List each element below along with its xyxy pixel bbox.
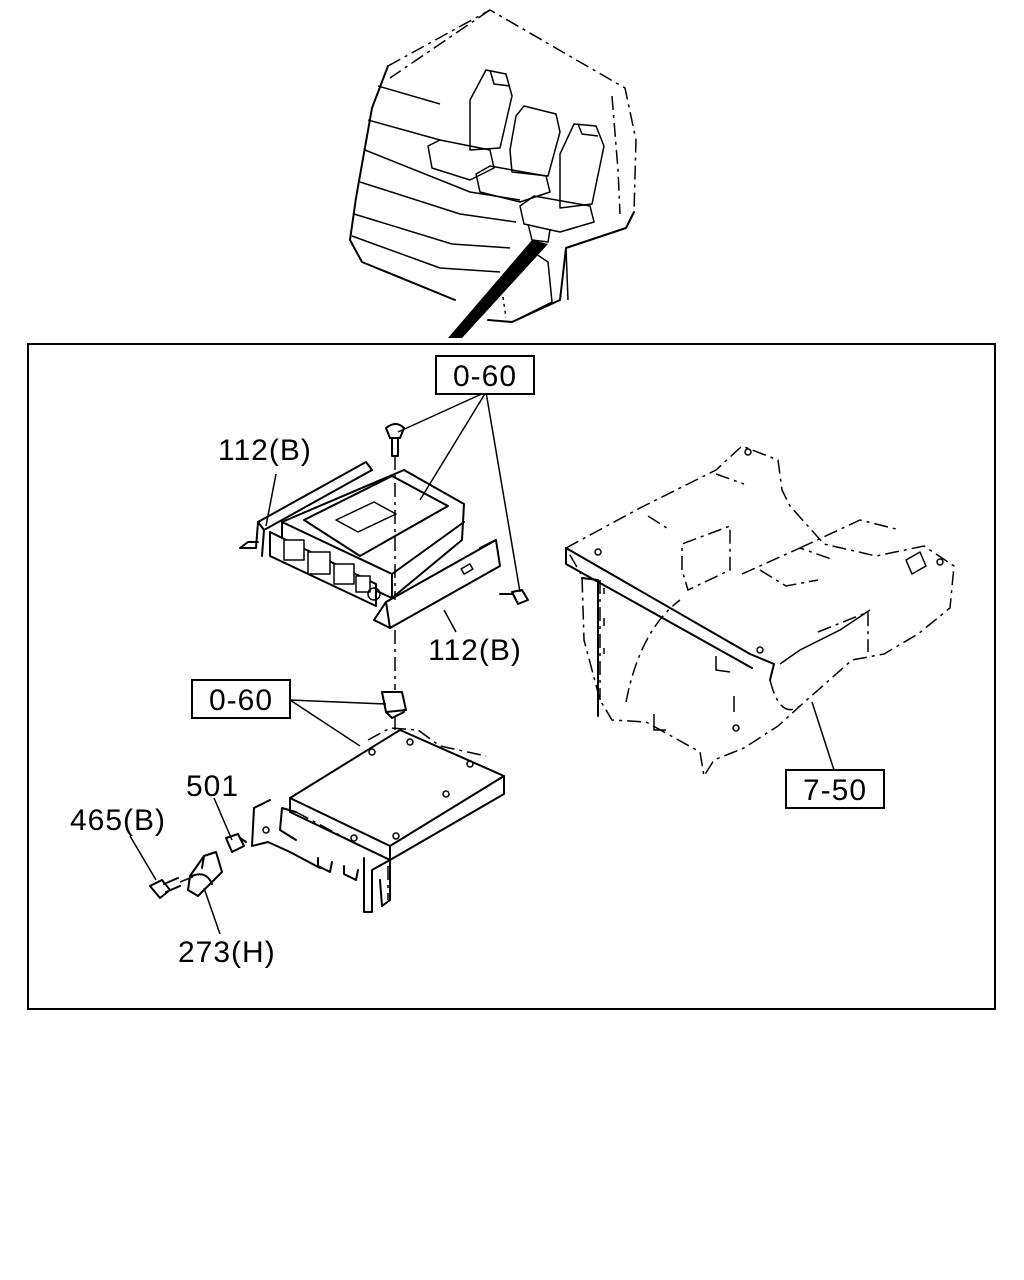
detail-frame <box>27 343 996 1010</box>
label-bolt-465: 465(B) <box>70 804 166 837</box>
label-bracket-upper: 112(B) <box>218 434 312 467</box>
fasteners <box>149 833 247 899</box>
ref-label-top: 0-60 <box>453 360 517 393</box>
ref-label-frame: 7-50 <box>803 774 867 807</box>
cab-overview-illustration <box>349 9 637 338</box>
leader-lines <box>129 391 835 935</box>
reference-box-frame[interactable]: 7-50 <box>785 769 885 809</box>
reference-box-top[interactable]: 0-60 <box>435 355 535 395</box>
chassis-frame-illustration <box>564 445 955 779</box>
ecu-assembly <box>239 423 529 840</box>
ref-label-mid: 0-60 <box>209 684 273 717</box>
label-clip-273: 273(H) <box>178 936 276 969</box>
label-part-501: 501 <box>186 770 239 803</box>
base-plate <box>251 727 505 913</box>
label-bracket-lower: 112(B) <box>428 634 522 667</box>
reference-box-mid[interactable]: 0-60 <box>191 679 291 719</box>
